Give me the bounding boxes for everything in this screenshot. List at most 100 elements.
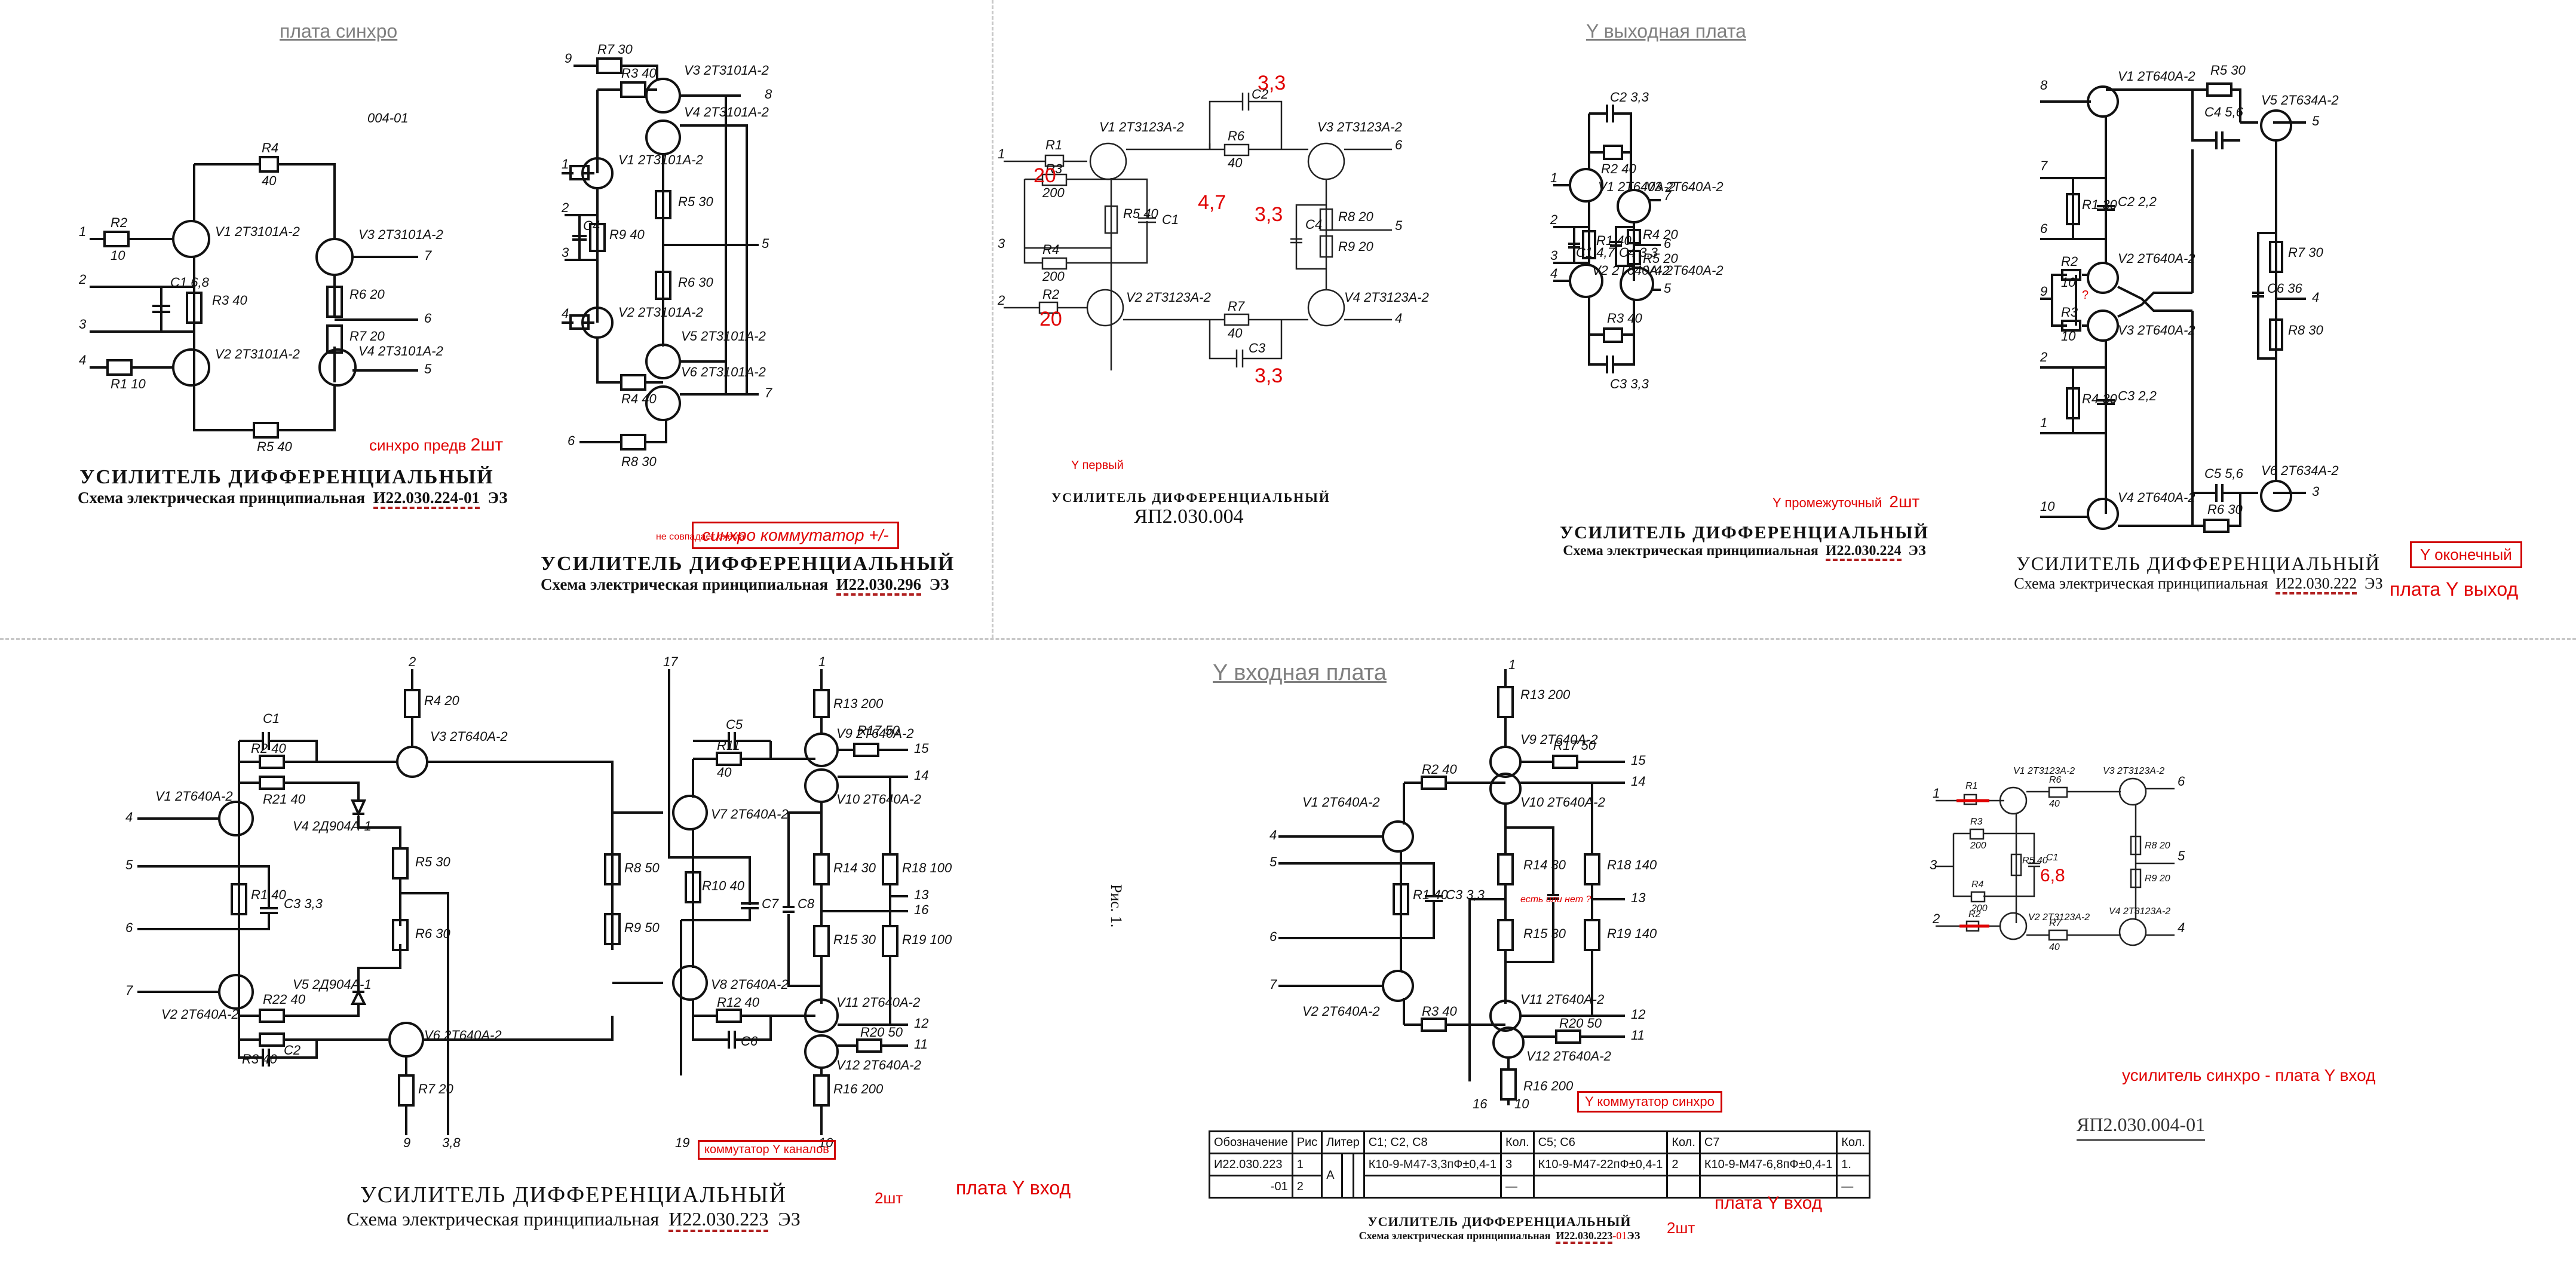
transistor-v4 <box>1620 266 1654 301</box>
table-header: Обозначение <box>1209 1130 1293 1154</box>
svg-text:6: 6 <box>2178 774 2185 789</box>
note-y-intermediate: Y промежуточный 2шт <box>1772 492 1920 511</box>
transistor-v1 <box>1382 820 1414 853</box>
svg-text:R9 20: R9 20 <box>1338 239 1373 254</box>
svg-text:8: 8 <box>765 87 772 102</box>
svg-text:C4 5,6: C4 5,6 <box>2204 105 2244 119</box>
resistor-r16 <box>1500 1068 1517 1101</box>
transistor-v9 <box>804 733 839 767</box>
svg-text:R15 30: R15 30 <box>833 932 876 947</box>
svg-text:R2: R2 <box>111 215 127 230</box>
table-header: Литер <box>1321 1130 1365 1154</box>
svg-text:C2 3,3: C2 3,3 <box>1610 90 1649 105</box>
resistor-r9 <box>2130 868 2142 888</box>
resistor-r9 <box>589 223 606 252</box>
svg-text:R1 10: R1 10 <box>111 376 146 391</box>
svg-text:R3: R3 <box>2061 305 2078 320</box>
resistor-r19 <box>1584 919 1600 951</box>
svg-text:3: 3 <box>562 245 569 260</box>
svg-text:R1: R1 <box>1045 137 1062 152</box>
transistor-v10 <box>1489 773 1522 805</box>
resistor-r6 <box>326 286 343 318</box>
table-cell <box>1352 1153 1365 1199</box>
svg-text:V12 2T640A-2: V12 2T640A-2 <box>836 1058 921 1072</box>
svg-text:10: 10 <box>1514 1096 1529 1111</box>
svg-text:R22 40: R22 40 <box>263 992 306 1007</box>
caption-suffix: ЭЗ <box>1908 543 1926 559</box>
svg-text:V3 2T640A-2: V3 2T640A-2 <box>1646 179 1724 194</box>
transistor-v9 <box>1489 746 1522 778</box>
svg-text:V4 2Д904A-1: V4 2Д904A-1 <box>293 819 372 833</box>
resistor-r5 <box>655 190 671 219</box>
svg-text:V4 2T3123A-2: V4 2T3123A-2 <box>1344 290 1429 305</box>
resistor-r3 <box>259 1032 285 1047</box>
caption-title: УСИЛИТЕЛЬ ДИФФЕРЕНЦИАЛЬНЫЙ <box>79 466 494 488</box>
resistor-r21 <box>259 776 285 790</box>
note-schematic-mismatch: не совпадает схема <box>656 532 745 542</box>
svg-text:R20 50: R20 50 <box>1559 1016 1602 1031</box>
resistor-r3 <box>186 292 203 324</box>
resistor-r7 <box>326 324 343 354</box>
table-cell <box>1698 1175 1838 1199</box>
svg-text:3: 3 <box>1550 248 1558 263</box>
svg-text:R5 20: R5 20 <box>1643 251 1678 266</box>
caption-title: УСИЛИТЕЛЬ ДИФФЕРЕНЦИАЛЬНЫЙ <box>2016 553 2381 574</box>
svg-text:R21 40: R21 40 <box>263 792 306 807</box>
svg-text:3: 3 <box>1930 857 1937 872</box>
svg-text:R2: R2 <box>1968 909 1981 920</box>
boxed-note-y-final: Y оконечный <box>2410 541 2522 568</box>
svg-text:R19 100: R19 100 <box>902 932 952 947</box>
caption-y-final: УСИЛИТЕЛЬ ДИФФЕРЕНЦИАЛЬНЫЙ Схема электри… <box>2013 553 2384 594</box>
resistor-r6 <box>655 271 671 300</box>
diode-v5 <box>350 989 367 1005</box>
svg-text:V4 2T640A-2: V4 2T640A-2 <box>1646 263 1724 278</box>
resistor-r2 <box>1603 145 1623 160</box>
resistor-r17 <box>853 743 879 757</box>
caption-y-intermediate: УСИЛИТЕЛЬ ДИФФЕРЕНЦИАЛЬНЫЙ Схема электри… <box>1553 523 1936 561</box>
transistor-v2 <box>1999 912 2028 940</box>
question-note: есть или нет ? <box>1520 894 1591 905</box>
resistor-r3 <box>1041 173 1068 186</box>
caption-title: УСИЛИТЕЛЬ ДИФФЕРЕНЦИАЛЬНЫЙ <box>1367 1214 1632 1229</box>
board-note-y-output: плата Y выход <box>2390 578 2519 600</box>
transistor-v5 <box>2260 109 2292 142</box>
table-header: C1; C2, C8 <box>1363 1130 1502 1154</box>
annotation-c3: 3,3 <box>1255 364 1283 387</box>
table-cell: К10-9-М47-6,8пФ±0,4-1 <box>1698 1153 1838 1176</box>
resistor-r5 <box>392 847 409 880</box>
stamp-label: 004-01 <box>367 111 409 125</box>
svg-text:C1: C1 <box>1162 212 1179 227</box>
transistor-v4 <box>1307 289 1345 327</box>
caption-suffix: ЭЗ <box>2365 575 2383 592</box>
caption-suffix: ЭЗ <box>487 489 508 507</box>
transistor-v5 <box>645 344 681 379</box>
svg-text:R3: R3 <box>1970 817 1983 827</box>
svg-text:R14 30: R14 30 <box>833 860 876 875</box>
transistor-v12 <box>1492 1026 1525 1059</box>
resistor-r5 <box>1627 250 1641 265</box>
svg-text:R13 200: R13 200 <box>1520 687 1571 702</box>
caption-subtitle: Схема электрическая принципиальная <box>1358 1230 1551 1242</box>
table-cell: К10-9-М47-22пФ±0,4-1 <box>1532 1153 1669 1176</box>
table-header: Кол. <box>1836 1130 1870 1154</box>
boxed-note-y-sync-commutator: Y коммутатор синхро <box>1577 1091 1722 1113</box>
svg-text:R5 30: R5 30 <box>2210 63 2246 78</box>
caption-y-sync-commutator: УСИЛИТЕЛЬ ДИФФЕРЕНЦИАЛЬНЫЙ Схема электри… <box>1320 1214 1679 1244</box>
svg-text:C2 2,2: C2 2,2 <box>2118 194 2157 209</box>
table-cell: — <box>1836 1175 1870 1199</box>
svg-text:6: 6 <box>1664 236 1672 251</box>
resistor-r14 <box>813 853 830 885</box>
svg-text:R6 30: R6 30 <box>2207 502 2243 517</box>
svg-text:R20 50: R20 50 <box>860 1025 903 1040</box>
resistor-r13 <box>1497 686 1514 718</box>
resistor-r17 <box>1552 755 1578 769</box>
resistor-r19 <box>882 925 898 957</box>
svg-text:200: 200 <box>1970 841 1986 851</box>
resistor-r6 <box>1223 143 1250 157</box>
svg-text:R5 40: R5 40 <box>257 439 292 454</box>
svg-text:V5 2T3101A-2: V5 2T3101A-2 <box>681 329 766 344</box>
svg-text:V6 2T640A-2: V6 2T640A-2 <box>424 1028 502 1043</box>
